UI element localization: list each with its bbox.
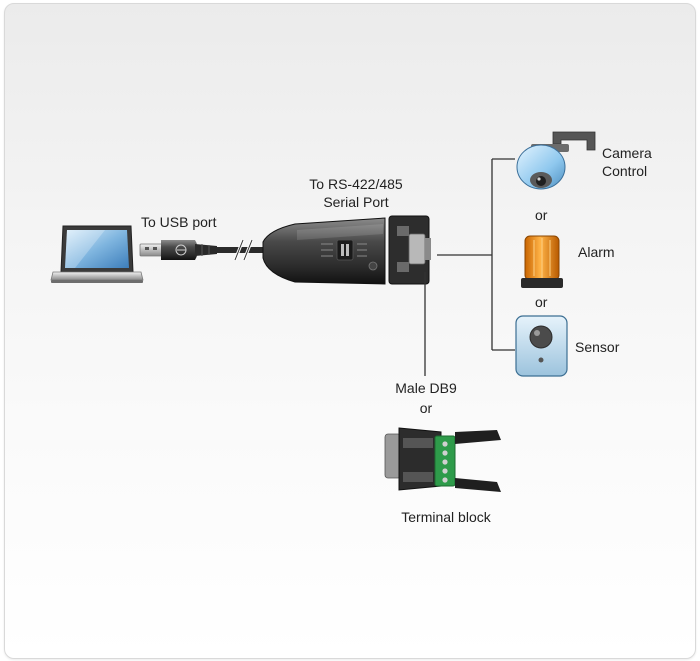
serial-port-label-line2: Serial Port bbox=[323, 194, 389, 210]
diagram-frame: To USB port To RS-422/485 Serial Port Ca… bbox=[4, 3, 696, 659]
serial-port-label-line1: To RS-422/485 bbox=[309, 176, 403, 192]
terminal-block-icon bbox=[384, 427, 501, 492]
usb-port-label: To USB port bbox=[141, 214, 217, 230]
male-db9-label: Male DB9 bbox=[395, 380, 457, 396]
usb-plug-icon bbox=[139, 240, 217, 260]
usb-to-serial-adapter bbox=[262, 217, 386, 285]
sensor-icon bbox=[515, 315, 568, 377]
camera-label-line2: Control bbox=[602, 163, 648, 179]
terminal-block-label: Terminal block bbox=[401, 509, 491, 525]
laptop-icon bbox=[50, 225, 144, 283]
usb-cable bbox=[217, 239, 275, 261]
connector-lines bbox=[424, 158, 515, 376]
db9-connector-icon bbox=[388, 215, 431, 285]
or-label-2: or bbox=[535, 294, 548, 310]
alarm-label: Alarm bbox=[578, 244, 615, 260]
or-label-3: or bbox=[419, 400, 433, 416]
or-label-1: or bbox=[535, 207, 548, 223]
sensor-label: Sensor bbox=[575, 339, 620, 355]
camera-icon bbox=[516, 131, 596, 190]
alarm-icon bbox=[521, 235, 563, 288]
connection-diagram bbox=[50, 131, 596, 492]
camera-label-line1: Camera bbox=[602, 145, 652, 161]
